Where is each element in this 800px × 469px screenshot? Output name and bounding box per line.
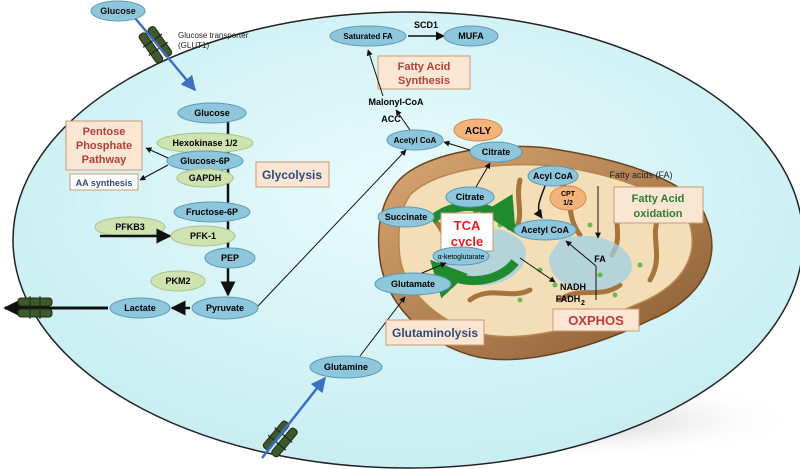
nadh-label: NADH: [560, 282, 586, 292]
node-glutamate: [374, 272, 452, 296]
acetyl-to-malonyl-arrow: [395, 109, 411, 131]
node-citrate-cyto-label: Citrate: [482, 147, 511, 157]
node-akg-label: α-ketoglutarate: [438, 254, 485, 261]
malonyl-to-sfa-arrow: [366, 49, 384, 97]
glutamine-to-glutamate-arrow: [359, 296, 406, 357]
node-lactate: [109, 297, 171, 319]
node-pep-label: PEP: [221, 253, 239, 263]
acyl-to-acetyl-arrow: [533, 185, 546, 219]
node-acetyl-coa-cyto: [386, 129, 444, 151]
node-fructose-6p: [173, 201, 251, 223]
ppp-box: [65, 120, 143, 171]
glutamine-transporter: [262, 420, 298, 458]
enzyme-pfk1: [170, 225, 236, 247]
enzyme-scd1: SCD1: [414, 20, 438, 30]
fao-title-box: [613, 186, 704, 224]
node-saturated-fa: [329, 25, 407, 47]
glut1-label-2: (GLUT1): [178, 41, 209, 50]
enzyme-pfk1-label: PFK-1: [190, 231, 216, 241]
glut1-label-1: Glucose transporter: [178, 31, 249, 40]
node-succinate-label: Succinate: [385, 212, 428, 222]
node-glutamate-label: Glutamate: [391, 279, 435, 289]
citrate-to-acetyl-arrow: [443, 140, 471, 151]
enzyme-pkm2-label: PKM2: [165, 276, 190, 286]
node-fructose-6p-label: Fructose-6P: [186, 207, 238, 217]
fadh-subscript: 2: [581, 300, 585, 307]
aa-synthesis-label: AA synthesis: [76, 178, 133, 188]
node-glucose-out-label: Glucose: [100, 6, 136, 16]
node-akg: [432, 246, 490, 266]
glucose-import-arrow: [134, 17, 196, 92]
fas-title-box: [377, 55, 471, 90]
fao-title-line1: Fatty Acid: [632, 193, 685, 205]
node-mufa: [443, 25, 499, 47]
fadh-label: FADH: [556, 294, 581, 304]
enzyme-gapdh: [176, 168, 234, 188]
oxphos-label: OXPHOS: [568, 313, 624, 328]
fa-to-acetyl-arrow: [565, 240, 597, 267]
enzyme-cpt-line2: 1/2: [563, 200, 573, 207]
ppp-line3: Pathway: [82, 154, 128, 166]
node-pyruvate: [191, 296, 259, 320]
node-acetyl-coa-mito-label: Acetyl CoA: [521, 225, 570, 235]
node-acetyl-coa-mito: [513, 219, 577, 241]
node-malonyl-coa: Malonyl-CoA: [369, 97, 424, 107]
node-citrate-mito: [445, 186, 495, 208]
glycolysis-title: Glycolysis: [262, 168, 322, 182]
enzyme-acc: ACC: [381, 114, 401, 124]
fa-label: FA: [594, 254, 606, 264]
glut1-transporter: [138, 26, 173, 64]
citrate-export-arrow: [475, 162, 491, 188]
node-citrate-cyto: [469, 141, 523, 163]
glutamate-to-akg-arrow: [421, 262, 447, 274]
oxphos-box: [552, 308, 640, 332]
enzyme-cpt-line1: CPT: [561, 191, 576, 198]
tca-to-nadh-arrow: [519, 257, 556, 283]
lactate-transporter: [17, 296, 53, 319]
node-mufa-label: MUFA: [458, 31, 484, 41]
enzyme-gapdh-label: GAPDH: [189, 173, 222, 183]
fas-title-line2: Synthesis: [398, 75, 450, 87]
node-saturated-fa-label: Saturated FA: [343, 32, 393, 41]
node-glucose-label: Glucose: [194, 108, 230, 118]
node-pyruvate-label: Pyruvate: [206, 303, 244, 313]
enzyme-pfkb3-label: PFKB3: [115, 222, 145, 232]
aa-synthesis-box: [69, 173, 139, 191]
g6p-to-aa-arrow: [139, 164, 169, 181]
glycolysis-title-box: [255, 161, 330, 188]
ppp-line1: Pentose: [83, 126, 126, 138]
enzyme-acly: [453, 118, 503, 142]
node-glutamine: [309, 355, 383, 379]
g6p-to-ppp-arrow: [145, 147, 169, 159]
glutaminolysis-title: Glutaminolysis: [392, 326, 478, 340]
fatty-acids-label: Fatty acids (FA): [609, 170, 672, 180]
glutamine-import-arrow: [261, 376, 326, 459]
tca-line2: cycle: [451, 234, 484, 249]
node-glutamine-label: Glutamine: [324, 362, 368, 372]
pyruvate-to-acetyl-arrow: [257, 149, 407, 307]
node-lactate-label: Lactate: [124, 303, 156, 313]
node-glucose-6p-label: Glucose-6P: [180, 156, 230, 166]
tca-title-box: [440, 212, 494, 252]
node-glucose-out: [90, 0, 146, 22]
enzyme-hexokinase-label: Hexokinase 1/2: [172, 138, 237, 148]
node-acyl-coa: [527, 165, 579, 187]
fas-title-line1: Fatty Acid: [398, 61, 451, 73]
enzyme-acly-label: ACLY: [465, 126, 492, 137]
fao-title-line2: oxidation: [634, 208, 683, 220]
node-pep: [204, 247, 256, 269]
tca-line1: TCA: [454, 218, 481, 233]
ppp-line2: Phosphate: [76, 140, 132, 152]
glutaminolysis-title-box: [385, 319, 485, 346]
node-acetyl-coa-cyto-label: Acetyl CoA: [394, 136, 437, 145]
node-glucose: [177, 102, 247, 124]
node-succinate: [377, 206, 435, 228]
enzyme-cpt: [549, 185, 587, 211]
enzyme-pkm2: [150, 270, 206, 292]
node-acyl-coa-label: Acyl CoA: [533, 171, 574, 181]
node-citrate-mito-label: Citrate: [456, 192, 485, 202]
